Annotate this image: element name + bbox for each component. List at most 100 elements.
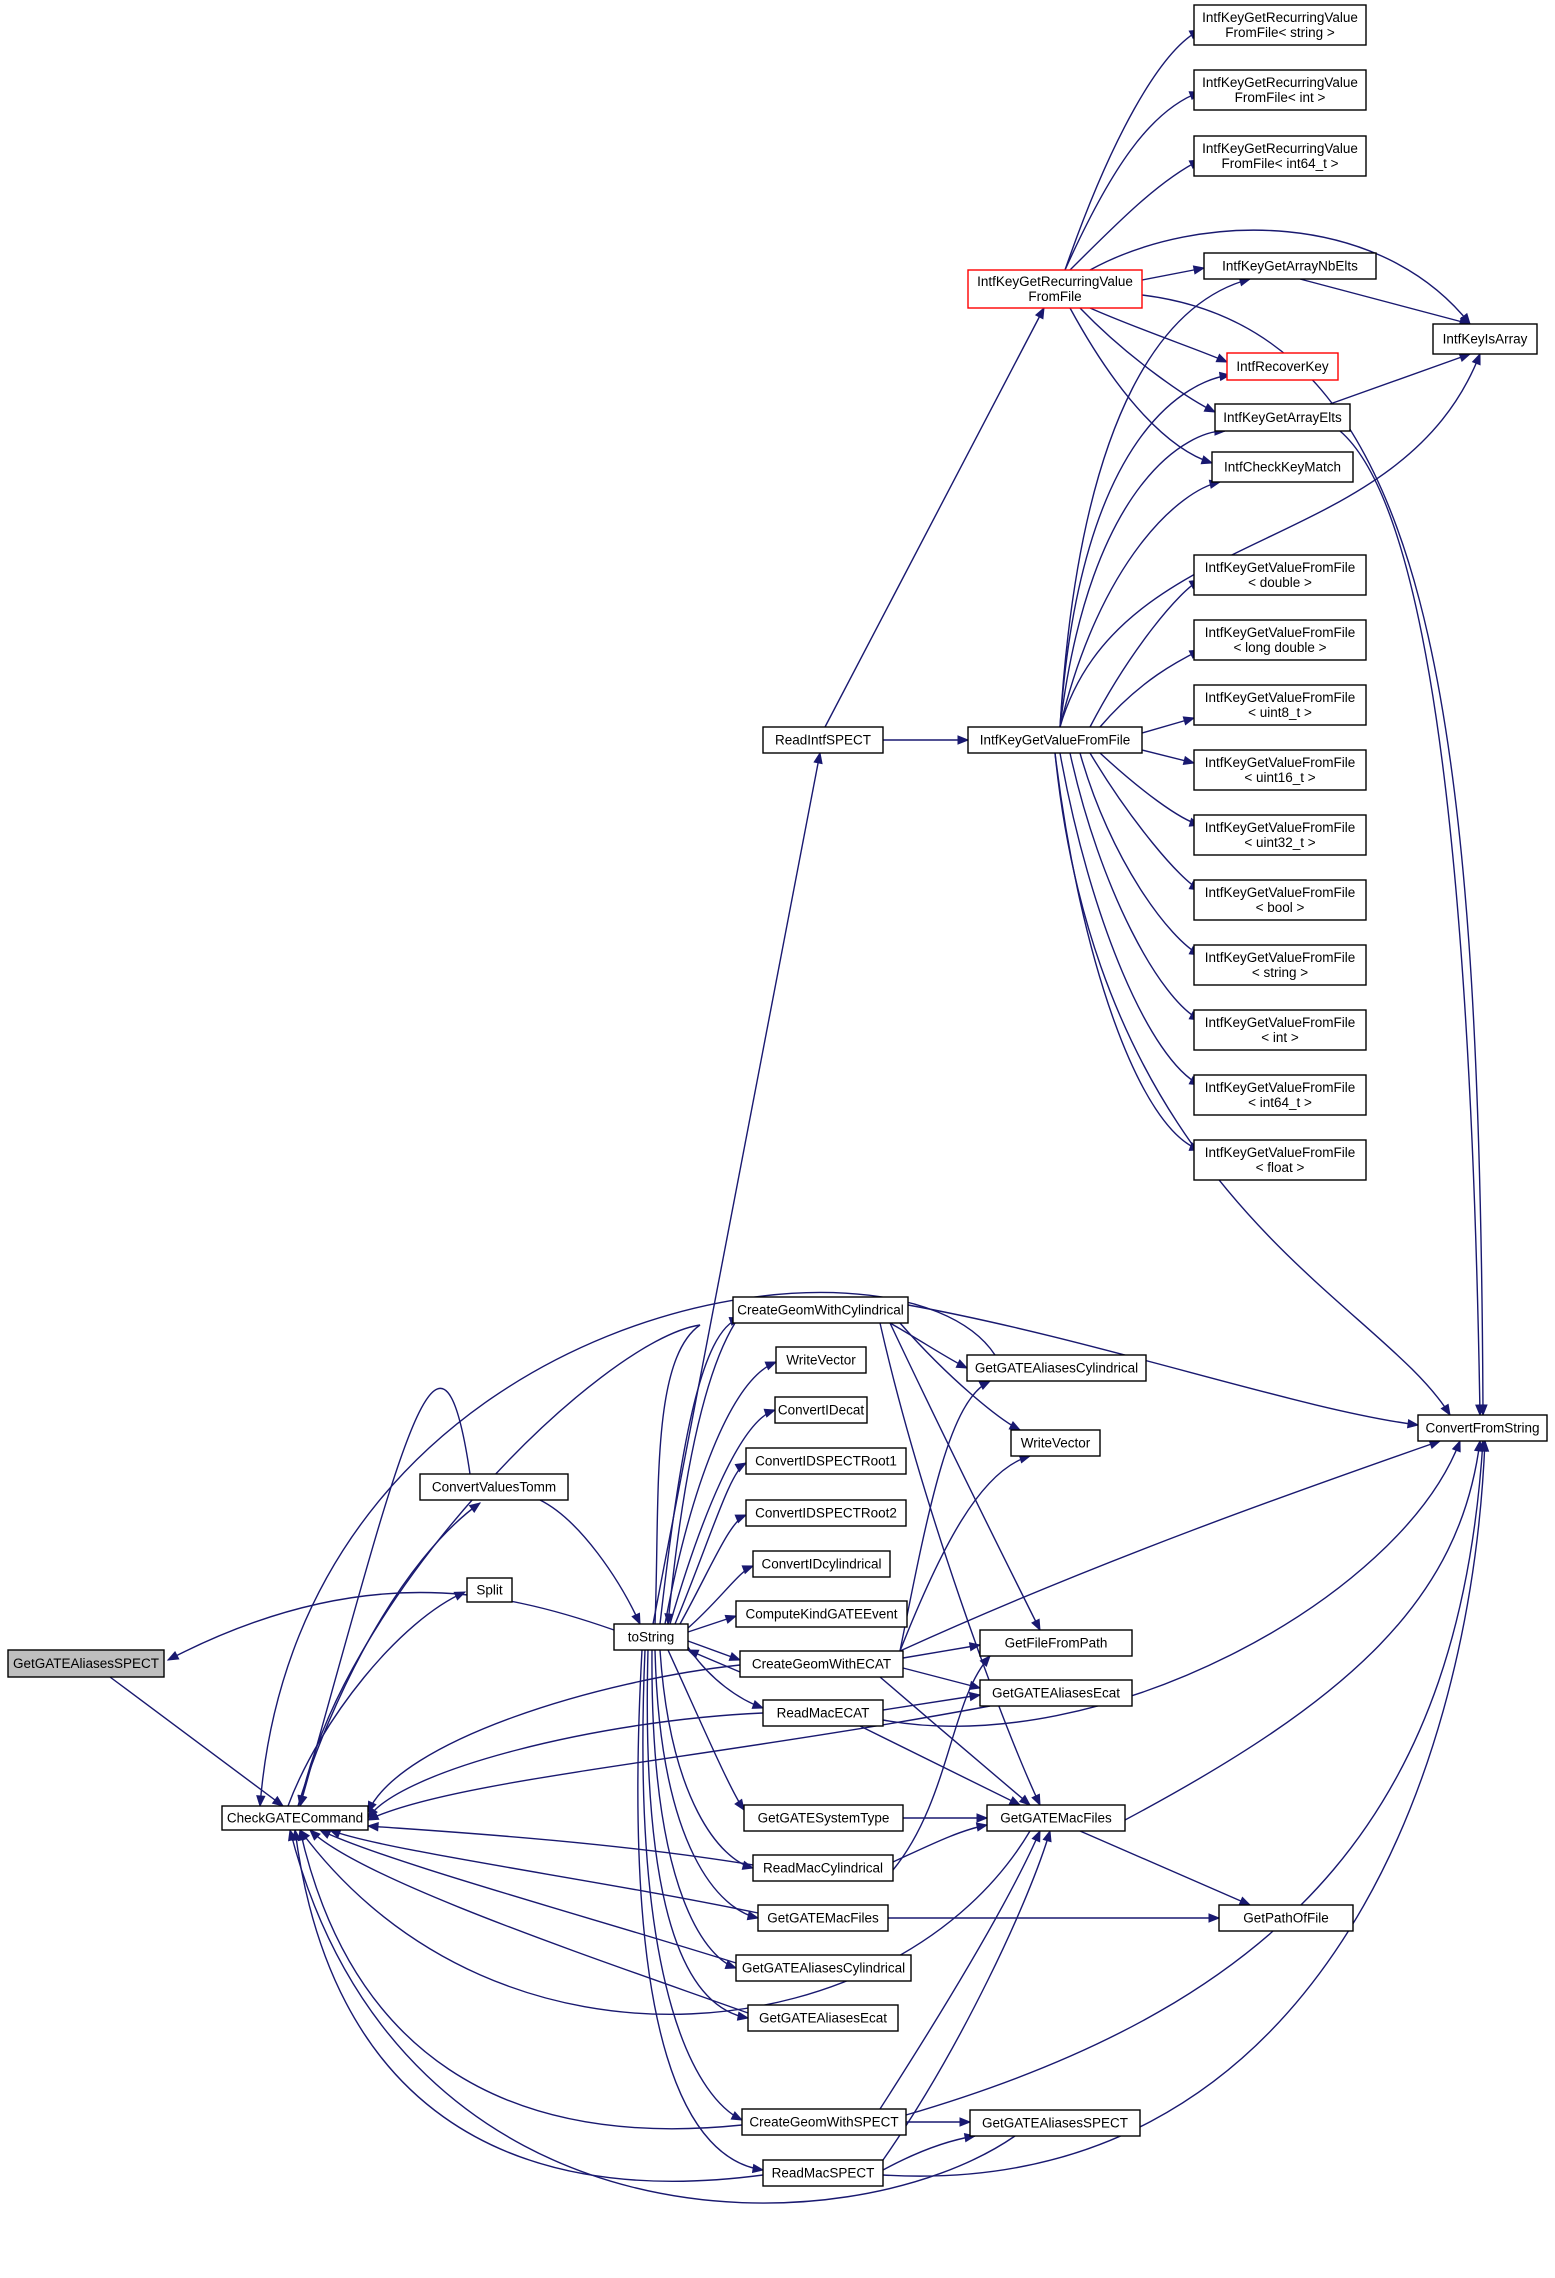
node-root[interactable]: GetGATEAliasesSPECT bbox=[7, 1649, 165, 1678]
node-cfs[interactable]: ConvertFromString bbox=[1417, 1414, 1548, 1442]
node-gv_string[interactable]: IntfKeyGetValueFromFile< string > bbox=[1193, 944, 1367, 986]
node-gacyl2[interactable]: GetGATEAliasesCylindrical bbox=[966, 1354, 1147, 1382]
node-cidecat[interactable]: ConvertIDecat bbox=[774, 1396, 868, 1424]
node-gv_ldouble[interactable]: IntfKeyGetValueFromFile< long double > bbox=[1193, 619, 1367, 661]
node-gv_uint16[interactable]: IntfKeyGetValueFromFile< uint16_t > bbox=[1193, 749, 1367, 791]
edge-line bbox=[299, 1829, 743, 2130]
node-gst[interactable]: GetGATESystemType bbox=[743, 1804, 904, 1832]
arrowhead bbox=[724, 1614, 738, 1624]
node-cidcyl[interactable]: ConvertIDcylindrical bbox=[752, 1550, 891, 1578]
edge-line bbox=[907, 1304, 1419, 1426]
node-label: IntfKeyGetArrayNbElts bbox=[1222, 259, 1358, 274]
node-label: IntfKeyGetRecurringValue bbox=[977, 274, 1133, 289]
node-box bbox=[969, 2109, 1141, 2137]
edge-line bbox=[1124, 1440, 1481, 1821]
node-cvt[interactable]: ConvertValuesTomm bbox=[419, 1473, 569, 1501]
node-label: ReadMacCylindrical bbox=[763, 1861, 883, 1876]
edge-line bbox=[879, 1322, 1041, 1806]
node-box bbox=[735, 1600, 908, 1628]
edge-rmcyl-to-gmf2 bbox=[892, 1822, 989, 1863]
node-cgecat[interactable]: CreateGeomWithECAT bbox=[739, 1650, 904, 1678]
node-gv_float[interactable]: IntfKeyGetValueFromFile< float > bbox=[1193, 1139, 1367, 1181]
node-split[interactable]: Split bbox=[466, 1577, 513, 1603]
edge-line bbox=[1079, 752, 1201, 956]
node-check[interactable]: CheckGATECommand bbox=[221, 1805, 369, 1831]
edge-tostring-to-ckge bbox=[687, 1614, 738, 1633]
edge-rmecat-to-cfs bbox=[882, 1439, 1461, 1727]
node-label: ConvertValuesTomm bbox=[432, 1480, 556, 1495]
node-rmcyl[interactable]: ReadMacCylindrical bbox=[752, 1854, 894, 1882]
edge-line bbox=[882, 1440, 1461, 1727]
edge-line bbox=[1069, 752, 1201, 1021]
edge-tostring-to-rmspect bbox=[637, 1649, 765, 2174]
node-readintf[interactable]: ReadIntfSPECT bbox=[762, 726, 884, 754]
node-gaspect2[interactable]: GetGATEAliasesSPECT bbox=[969, 2109, 1141, 2137]
edge-line bbox=[1079, 307, 1216, 413]
node-label: ConvertIDcylindrical bbox=[761, 1557, 881, 1572]
arrowhead bbox=[1031, 1829, 1041, 1843]
edge-line bbox=[667, 1322, 736, 1625]
node-gv_bool[interactable]: IntfKeyGetValueFromFile< bool > bbox=[1193, 879, 1367, 921]
node-label: ConvertFromString bbox=[1425, 1421, 1539, 1436]
node-rmecat[interactable]: ReadMacECAT bbox=[762, 1699, 884, 1727]
edge-getvalue-to-gv_ldouble bbox=[1099, 649, 1202, 728]
node-gv_uint8[interactable]: IntfKeyGetValueFromFile< uint8_t > bbox=[1193, 684, 1367, 726]
node-gaecat1[interactable]: GetGATEAliasesEcat bbox=[747, 2004, 899, 2032]
arrowhead bbox=[734, 1514, 748, 1524]
node-gmf2[interactable]: GetGATEMacFiles bbox=[986, 1804, 1126, 1832]
node-gacyl1[interactable]: GetGATEAliasesCylindrical bbox=[735, 1954, 912, 1982]
node-recover[interactable]: IntfRecoverKey bbox=[1226, 352, 1339, 381]
node-box bbox=[1417, 1414, 1548, 1442]
edge-line bbox=[646, 1649, 749, 2019]
edge-readintf-to-getvalue bbox=[883, 735, 970, 745]
node-label: < uint8_t > bbox=[1248, 705, 1312, 720]
arrowhead bbox=[309, 1829, 321, 1841]
edge-tostring-to-gacyl1 bbox=[651, 1649, 738, 1970]
edge-tostring-to-gmf1 bbox=[654, 1649, 760, 1921]
node-gv_int64[interactable]: IntfKeyGetValueFromFile< int64_t > bbox=[1193, 1074, 1367, 1116]
node-cgcyl[interactable]: CreateGeomWithCylindrical bbox=[732, 1296, 909, 1324]
edge-getvalue-to-cfs bbox=[1054, 752, 1451, 1417]
node-label: IntfKeyGetValueFromFile bbox=[1205, 1080, 1356, 1095]
arrowhead bbox=[751, 2163, 765, 2174]
node-checkkey[interactable]: IntfCheckKeyMatch bbox=[1211, 451, 1354, 483]
node-label: ConvertIDSPECTRoot1 bbox=[755, 1454, 897, 1469]
node-gv_uint32[interactable]: IntfKeyGetValueFromFile< uint32_t > bbox=[1193, 814, 1367, 856]
node-gmf1[interactable]: GetGATEMacFiles bbox=[757, 1904, 889, 1932]
node-gaecat2[interactable]: GetGATEAliasesEcat bbox=[979, 1679, 1133, 1707]
node-box bbox=[986, 1804, 1126, 1832]
node-tostring[interactable]: toString bbox=[613, 1623, 689, 1651]
node-rmspect[interactable]: ReadMacSPECT bbox=[762, 2159, 884, 2187]
node-elts[interactable]: IntfKeyGetArrayElts bbox=[1214, 403, 1351, 432]
node-ckge[interactable]: ComputeKindGATEEvent bbox=[735, 1600, 908, 1628]
node-cidsr2[interactable]: ConvertIDSPECTRoot2 bbox=[745, 1499, 907, 1527]
arrowhead bbox=[1192, 265, 1206, 275]
edge-tostring-to-cgspect bbox=[642, 1649, 744, 2121]
node-nbelts[interactable]: IntfKeyGetArrayNbElts bbox=[1203, 252, 1377, 280]
node-gv_double[interactable]: IntfKeyGetValueFromFile< double > bbox=[1193, 554, 1367, 596]
node-isarray[interactable]: IntfKeyIsArray bbox=[1432, 323, 1538, 355]
edge-cgecat-to-cfs bbox=[899, 1439, 1442, 1652]
node-writevec1[interactable]: WriteVector bbox=[775, 1346, 867, 1374]
edge-cgcyl-to-gacyl2 bbox=[889, 1322, 969, 1369]
node-gpof[interactable]: GetPathOfFile bbox=[1218, 1904, 1354, 1932]
arrowhead bbox=[730, 2111, 744, 2121]
node-cidsr1[interactable]: ConvertIDSPECTRoot1 bbox=[745, 1447, 907, 1475]
node-cgspect[interactable]: CreateGeomWithSPECT bbox=[741, 2108, 907, 2136]
node-gffp[interactable]: GetFileFromPath bbox=[979, 1629, 1133, 1657]
arrowhead bbox=[746, 1911, 760, 1921]
node-label: IntfKeyGetValueFromFile bbox=[1205, 560, 1356, 575]
edge-line bbox=[892, 1824, 988, 1863]
edge-line bbox=[299, 1829, 1031, 2016]
node-box bbox=[1193, 749, 1367, 791]
node-box bbox=[979, 1679, 1133, 1707]
node-gv_int[interactable]: IntfKeyGetValueFromFile< int > bbox=[1193, 1009, 1367, 1051]
node-getvalue[interactable]: IntfKeyGetValueFromFile bbox=[967, 726, 1143, 754]
node-writevec2[interactable]: WriteVector bbox=[1010, 1429, 1101, 1457]
arrowhead bbox=[1031, 1793, 1041, 1807]
node-box bbox=[613, 1623, 689, 1651]
